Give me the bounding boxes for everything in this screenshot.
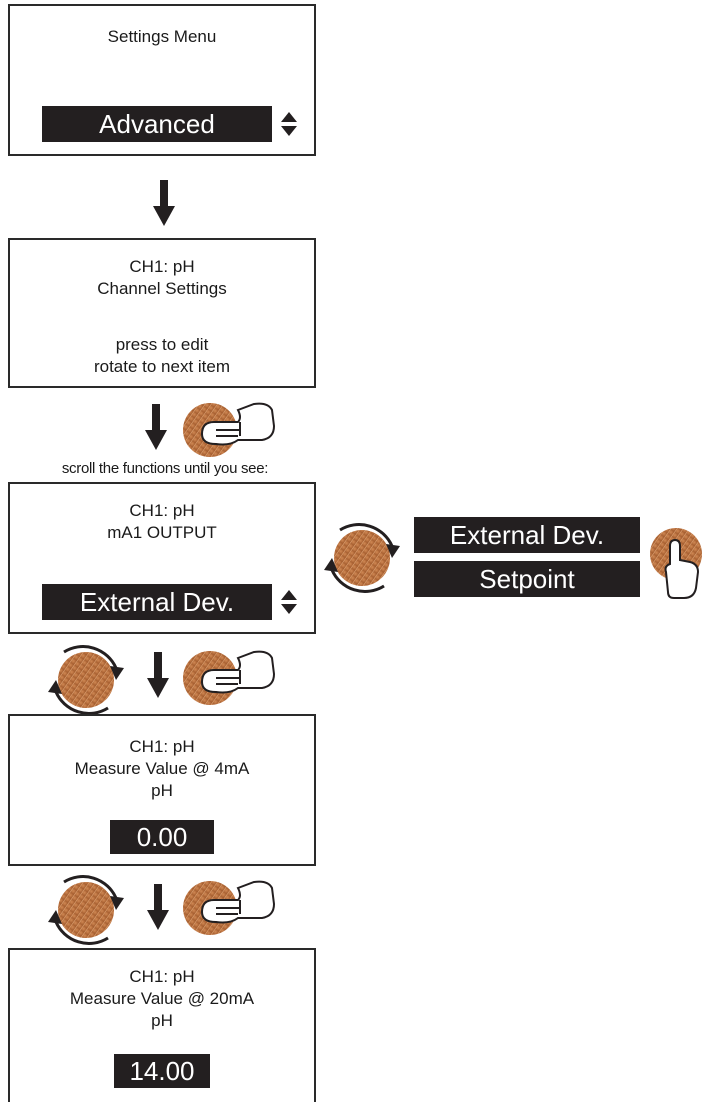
measure-value-4ma-screen: CH1: pH Measure Value @ 4mA pH 0.00 (8, 714, 316, 866)
knob-rotate-icon[interactable] (44, 638, 128, 722)
option-external-dev[interactable]: External Dev. (414, 517, 640, 553)
screen-line: Channel Settings (97, 279, 227, 298)
screen-line: CH1: pH (129, 257, 195, 276)
screen-line: pH (151, 781, 173, 800)
knob-press-icon[interactable] (180, 874, 280, 940)
screen-line: Measure Value @ 4mA (74, 759, 250, 778)
screen-line: CH1: pH (129, 737, 195, 756)
measure-value-20ma-screen: CH1: pH Measure Value @ 20mA pH 14.00 (8, 948, 316, 1102)
down-arrow-icon (147, 652, 169, 698)
knob-rotate-icon[interactable] (320, 516, 404, 600)
ma1-output-screen: CH1: pH mA1 OUTPUT External Dev. (8, 482, 316, 634)
up-down-triangle-icon[interactable] (280, 110, 298, 138)
channel-settings-screen: CH1: pH Channel Settings press to edit r… (8, 238, 316, 388)
menu-selector-bar[interactable]: Advanced (42, 106, 272, 142)
screen-line: Measure Value @ 20mA (69, 989, 255, 1008)
screen-line: mA1 OUTPUT (107, 523, 217, 542)
screen-line: Settings Menu (107, 27, 217, 46)
settings-menu-screen: Settings Menu Advanced (8, 4, 316, 156)
option-setpoint[interactable]: Setpoint (414, 561, 640, 597)
screen-line: CH1: pH (129, 967, 195, 986)
screen-line: rotate to next item (93, 357, 231, 376)
knob-press-icon[interactable] (180, 396, 280, 462)
up-down-triangle-icon[interactable] (280, 588, 298, 616)
down-arrow-icon (145, 404, 167, 450)
screen-line: pH (151, 1011, 173, 1030)
down-arrow-icon (153, 180, 175, 226)
scroll-instruction: scroll the functions until you see: (61, 460, 269, 477)
knob-rotate-icon[interactable] (44, 868, 128, 952)
screen-line: CH1: pH (129, 501, 195, 520)
screen-line: press to edit (115, 335, 209, 354)
value-field[interactable]: 14.00 (114, 1054, 210, 1088)
knob-press-icon[interactable] (648, 526, 704, 602)
value-field[interactable]: 0.00 (110, 820, 214, 854)
knob-press-icon[interactable] (180, 644, 280, 710)
output-selector-bar[interactable]: External Dev. (42, 584, 272, 620)
down-arrow-icon (147, 884, 169, 930)
